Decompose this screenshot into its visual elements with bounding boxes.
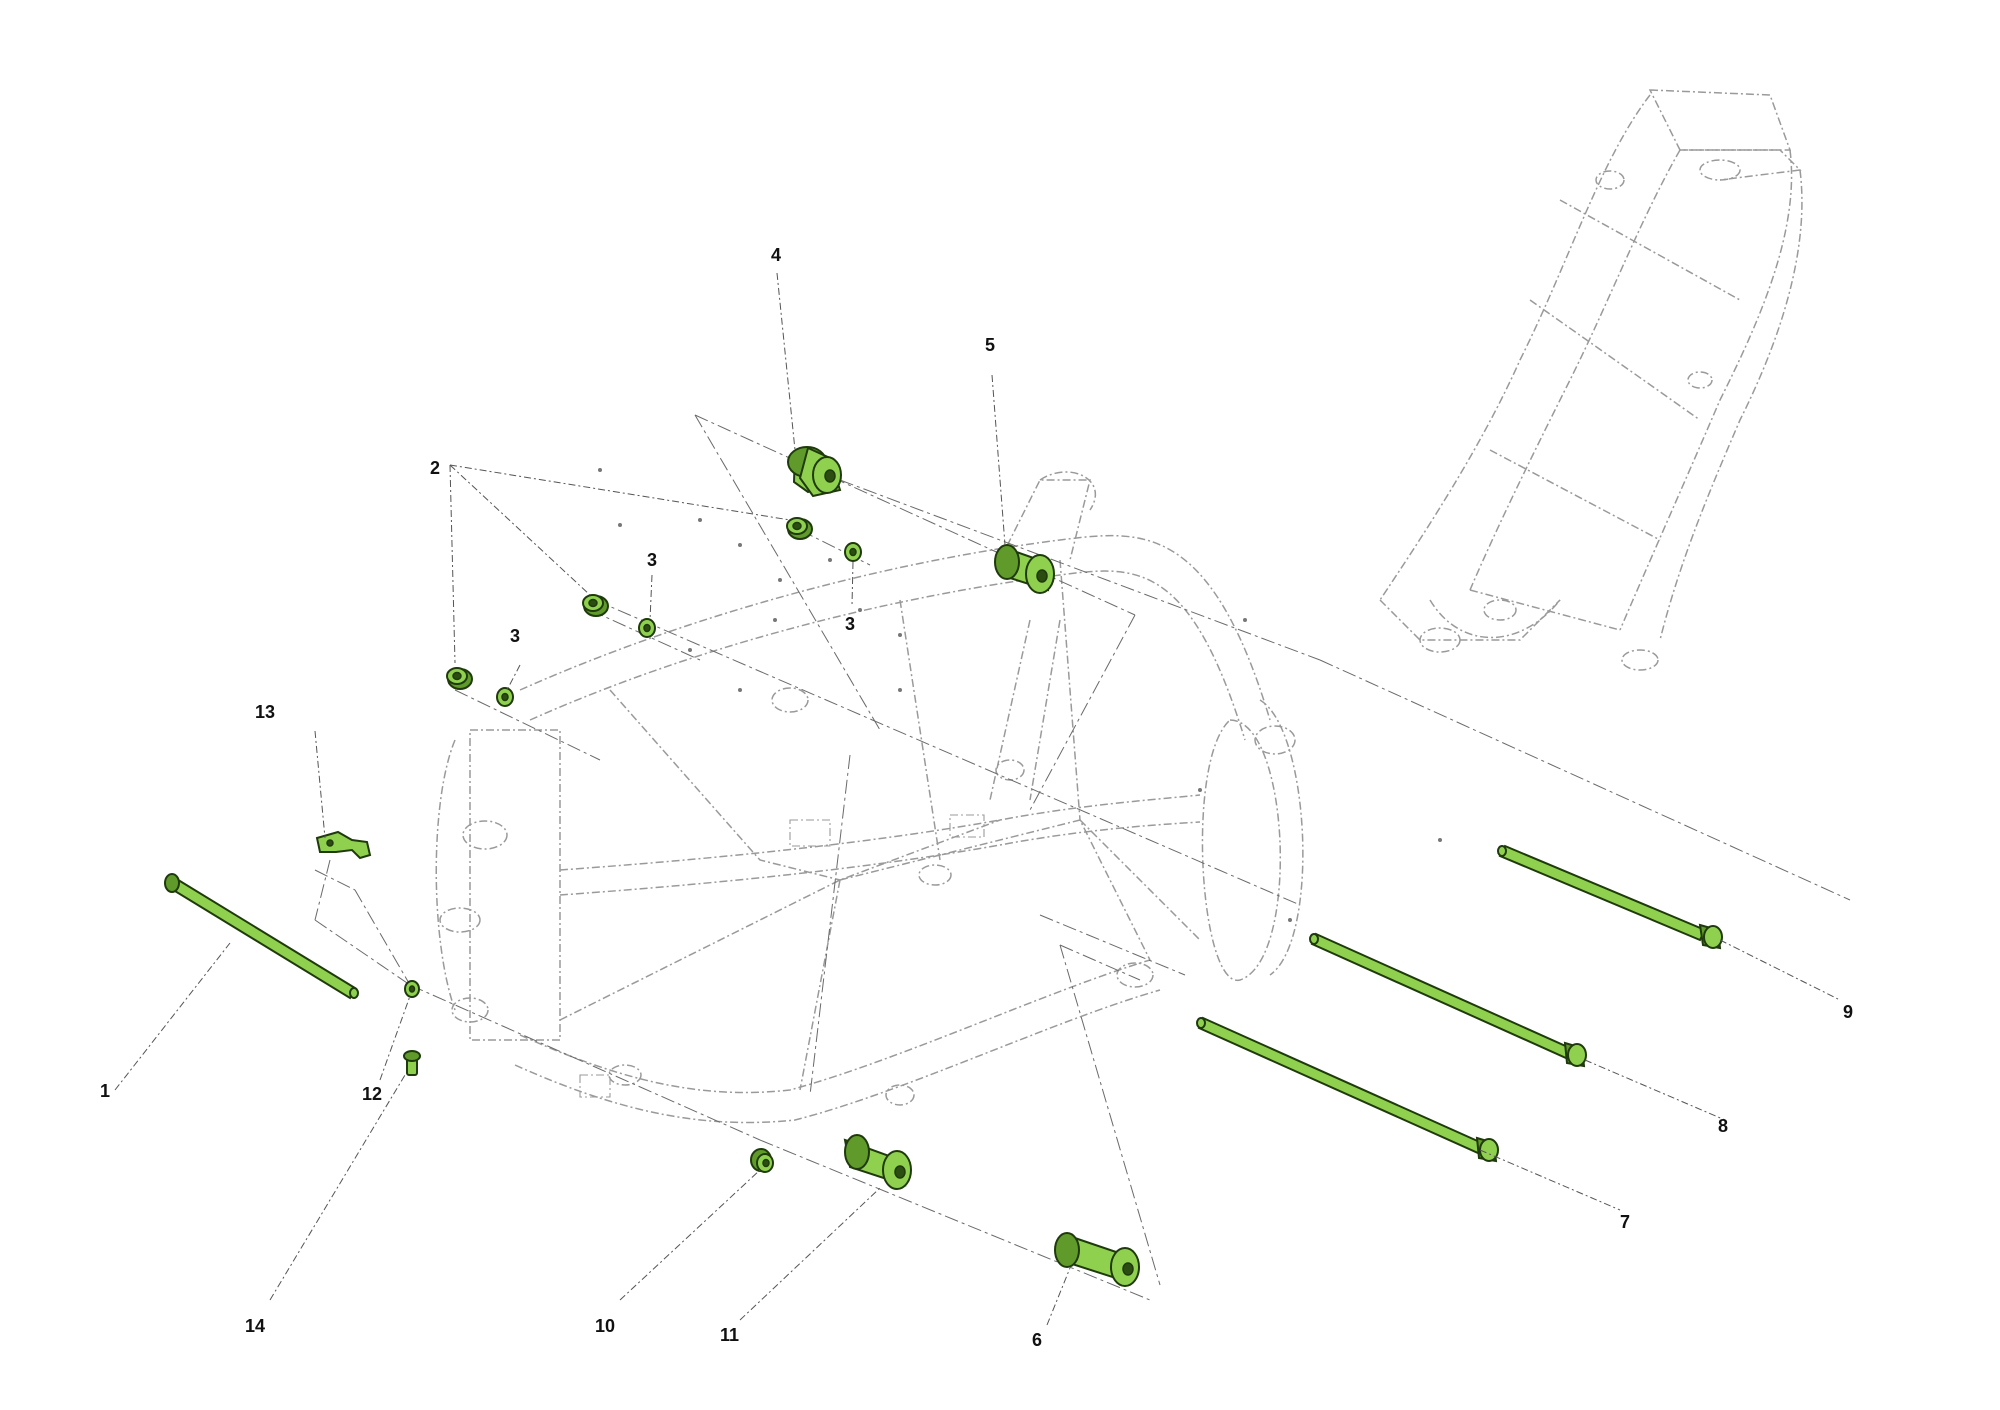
callout-14: 14 [245, 1316, 265, 1336]
frame-dots [598, 468, 1442, 922]
part-11-bushing [843, 1134, 912, 1190]
part-3-washer-b [638, 618, 656, 638]
part-5-bushing [994, 544, 1055, 594]
part-8-bolt [1309, 932, 1587, 1068]
callout-3: 3 [845, 614, 855, 634]
callout-8: 8 [1718, 1116, 1728, 1136]
main-frame-outline [435, 471, 1304, 1124]
callout-10: 10 [595, 1316, 615, 1336]
part-2-spacer-c [786, 517, 813, 540]
rear-subframe-outline [1379, 89, 1803, 671]
assembly-axes [314, 414, 1851, 1301]
part-14-screw [403, 1050, 421, 1076]
callout-13: 13 [255, 702, 275, 722]
callout-labels: 1 2 3 3 3 4 5 6 7 8 9 10 11 12 13 14 [100, 245, 1853, 1350]
part-12-washer [404, 980, 420, 998]
callout-9: 9 [1843, 1002, 1853, 1022]
part-13-clip [315, 830, 372, 860]
part-7-bolt [1196, 1016, 1499, 1163]
callout-7: 7 [1620, 1212, 1630, 1232]
callout-4: 4 [771, 245, 781, 265]
callout-1: 1 [100, 1081, 110, 1101]
callout-2: 2 [430, 458, 440, 478]
part-2-spacer-a [446, 667, 473, 690]
part-1-bolt [164, 873, 359, 1000]
callout-12: 12 [362, 1084, 382, 1104]
part-3-washer-a [496, 687, 514, 707]
part-6-bushing [1054, 1232, 1140, 1287]
part-4-bushing [787, 446, 842, 498]
part-9-bolt [1497, 844, 1723, 950]
callout-11: 11 [720, 1325, 739, 1345]
part-10-bushing [750, 1148, 774, 1173]
part-3-washer-c [844, 542, 862, 562]
part-2-spacer-b [582, 594, 609, 617]
callout-6: 6 [1032, 1330, 1042, 1350]
callout-5: 5 [985, 335, 995, 355]
callout-leaders [114, 272, 1841, 1326]
callout-3: 3 [647, 550, 657, 570]
callout-3: 3 [510, 626, 520, 646]
